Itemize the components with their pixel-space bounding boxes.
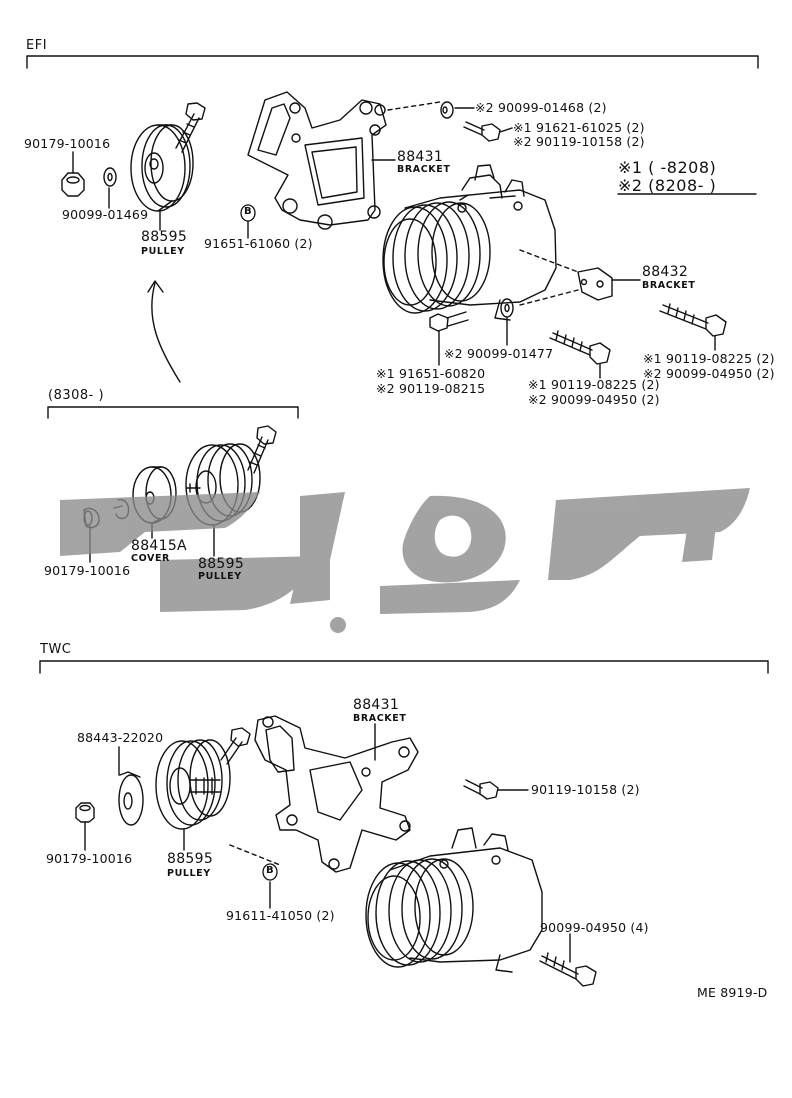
twc-nut: [75, 802, 95, 823]
dashed-compressor: [519, 249, 579, 273]
label-90099-01468: ※2 90099-01468 (2): [475, 100, 607, 115]
efi-pulley: [130, 124, 194, 212]
label-90099-01477: ※2 90099-01477: [444, 346, 554, 361]
legend-mark-1: ※1 ( -8208): [618, 158, 717, 177]
label-90119-08225-b: ※1 90119-08225 (2): [643, 351, 775, 366]
label-pulley-top: PULLEY: [141, 246, 185, 257]
efi-pulley-bolt: [175, 102, 206, 153]
label-bracket-top: BRACKET: [397, 164, 451, 175]
label-90119-10158-twc: 90119-10158 (2): [531, 782, 640, 797]
dashed-88432: [519, 289, 579, 306]
sub-section-line: [47, 406, 299, 419]
label-90099-01469: 90099-01469: [62, 207, 149, 222]
label-90179-10016-mid: 90179-10016: [44, 563, 131, 578]
efi-long-bolt-right: [659, 303, 727, 337]
twc-bracket-88431: [254, 715, 419, 873]
twc-bolt: [220, 727, 251, 765]
efi-bracket-88431: [247, 91, 387, 230]
label-88431-bot: 88431: [353, 697, 400, 713]
efi-washer-01468: [440, 101, 454, 119]
twc-section-title: TWC: [40, 642, 72, 657]
label-90119-08225-a: ※1 90119-08225 (2): [528, 377, 660, 392]
arrow-head: [147, 280, 164, 293]
efi-bolt-91621: [463, 121, 501, 142]
label-91611-41050: 91611-41050 (2): [226, 908, 335, 923]
sub-bolt: [247, 425, 277, 474]
efi-bolt-91651-60820: [429, 311, 469, 332]
label-88443-22020: 88443-22020: [77, 730, 164, 745]
efi-long-bolt-center: [549, 330, 611, 365]
label-90099-04950-a: ※2 90099-04950 (2): [528, 392, 660, 407]
b-marker-efi: [240, 204, 256, 222]
label-pulley-mid: PULLEY: [198, 571, 242, 582]
b-marker-label-twc: B: [266, 865, 274, 876]
twc-pulley: [155, 739, 231, 830]
sub-section-title: (8308- ): [48, 388, 105, 403]
leader-91621: [499, 127, 513, 133]
efi-compressor: [382, 164, 557, 321]
legend-mark-2: ※2 (8208- ): [618, 176, 717, 195]
arrow-up: [151, 282, 181, 383]
label-91651-60820: ※1 91651-60820: [376, 366, 486, 381]
label-90179-10016-bot: 90179-10016: [46, 851, 133, 866]
label-bracket-bot: BRACKET: [353, 713, 407, 724]
efi-bracket-88432: [577, 267, 613, 301]
twc-bolt-90119: [463, 779, 499, 800]
efi-section-line: [26, 55, 759, 69]
label-90179-10016-top: 90179-10016: [24, 136, 111, 151]
label-88431-top: 88431: [397, 149, 444, 165]
label-bracket-88432: BRACKET: [642, 280, 696, 291]
watermark-logo: [60, 488, 750, 633]
label-90119-10158-efi: ※2 90119-10158 (2): [513, 134, 645, 149]
dashed-washer: [387, 101, 441, 111]
twc-long-bolt: [539, 952, 597, 987]
label-88595-mid: 88595: [198, 556, 245, 572]
label-90119-08215: ※2 90119-08215: [376, 381, 486, 396]
label-88595-top: 88595: [141, 229, 188, 245]
label-pulley-bot: PULLEY: [167, 868, 211, 879]
twc-section-line: [39, 660, 769, 674]
diagram-code: ME 8919-D: [697, 985, 768, 1000]
efi-washer: [103, 167, 117, 187]
label-88432: 88432: [642, 264, 689, 280]
label-cover: COVER: [131, 553, 170, 564]
efi-washer-01477: [500, 298, 514, 318]
dashed-twc: [229, 844, 281, 866]
b-marker-label-efi: B: [244, 206, 252, 217]
efi-section-title: EFI: [26, 38, 48, 53]
label-88595-bot: 88595: [167, 851, 214, 867]
label-91621-61025: ※1 91621-61025 (2): [513, 120, 645, 135]
b-marker-twc: [262, 863, 278, 881]
twc-washer-88443: [118, 771, 144, 826]
label-90099-04950-twc: 90099-04950 (4): [540, 920, 649, 935]
label-91651-61060: 91651-61060 (2): [204, 236, 313, 251]
label-90099-04950-b: ※2 90099-04950 (2): [643, 366, 775, 381]
efi-nut: [61, 172, 85, 197]
twc-compressor: [365, 827, 543, 973]
label-88415a: 88415A: [131, 538, 187, 554]
